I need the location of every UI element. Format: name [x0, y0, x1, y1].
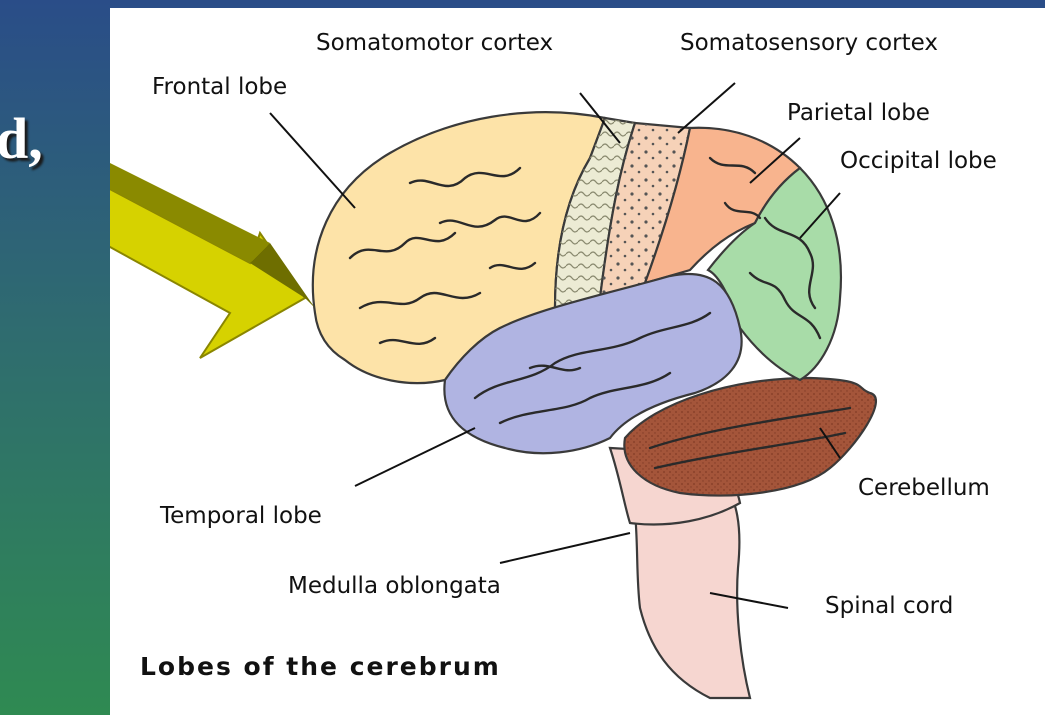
label-somatosensory-cortex: Somatosensory cortex	[680, 30, 938, 56]
label-temporal-lobe: Temporal lobe	[159, 503, 322, 529]
label-occipital-lobe: Occipital lobe	[840, 148, 997, 174]
label-somatomotor-cortex: Somatomotor cortex	[316, 30, 553, 56]
label-cerebellum: Cerebellum	[858, 475, 990, 501]
label-spinal-cord: Spinal cord	[825, 593, 953, 619]
label-frontal-lobe: Frontal lobe	[152, 74, 287, 100]
brain-diagram: Somatomotor cortex Somatosensory cortex …	[110, 8, 1045, 715]
label-parietal-lobe: Parietal lobe	[787, 100, 930, 126]
pointer-arrow	[110, 158, 315, 358]
brain-diagram-panel: Somatomotor cortex Somatosensory cortex …	[110, 8, 1045, 715]
slide-title-fragment: d,	[0, 110, 43, 168]
figure-caption: Lobes of the cerebrum	[140, 652, 501, 681]
label-medulla-oblongata: Medulla oblongata	[288, 573, 501, 599]
